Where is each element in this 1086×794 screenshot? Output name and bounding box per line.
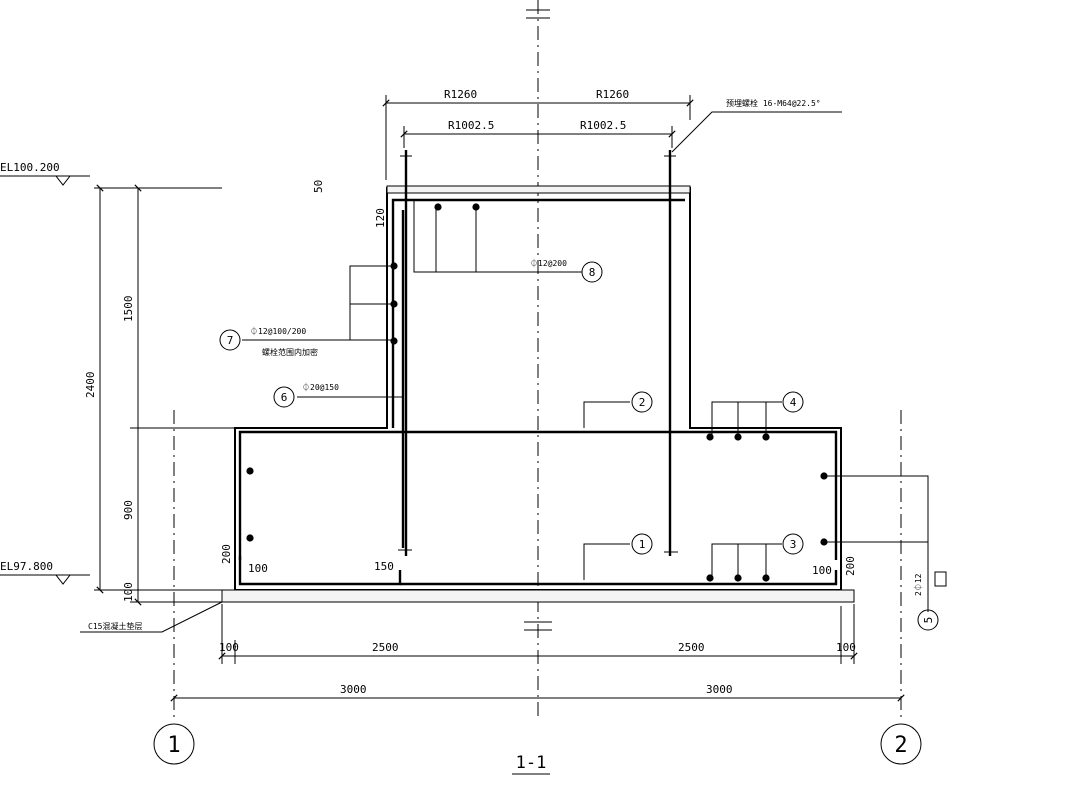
callout-marker-1-label: 1 [639,538,646,551]
callout-marker-5 [917,609,939,631]
dim-1500: 1500 [122,296,135,323]
dim-r1002-right: R1002.5 [580,119,626,132]
dim-cover-200-left: 200 [220,544,233,564]
center-line [524,0,552,720]
axis-lines [173,410,902,722]
callout-marker-8-label: 8 [589,266,596,279]
dim-100-left: 100 [122,582,135,602]
dim-r1260-right: R1260 [596,88,629,101]
dim-top-120: 120 [374,208,387,228]
callout-marker-5-label: 5 [922,617,935,624]
callout-marker-1 [631,533,653,555]
rebar-dot [762,433,770,441]
dimension-texts: R1260 R1260 R1002.5 R1002.5 50 120 1500 … [0,88,857,696]
dim-cover-200-right: 200 [844,556,857,576]
dim-hook-100-left: 100 [248,562,268,575]
callout-markers: 1 2 3 4 5 6 7 8 [219,261,939,631]
callout-marker-7 [219,329,241,351]
rebar-5-label: 2⏀12 [913,573,923,596]
rebar-5-square-symbol [934,571,947,587]
rebar-dot [246,467,254,475]
dim-r1260-left: R1260 [444,88,477,101]
rebar-labels: 预埋螺栓 16-M64@22.5° ⏀12@200 ⏀12@100/200 螺栓… [88,98,947,631]
dim-base-2500-right: 2500 [678,641,705,654]
dim-base-100-right: 100 [836,641,856,654]
dim-900: 900 [122,500,135,520]
section-title-text: 1-1 [516,753,547,773]
axis-marker-1 [153,723,195,765]
dim-top-50: 50 [312,180,325,193]
rebar-dot [706,433,714,441]
callout-marker-6 [273,386,295,408]
callout-marker-4 [782,391,804,413]
axis-markers: 1 2 [153,723,922,765]
rebar-6-label: ⏀20@150 [302,382,339,392]
leader-lines [80,111,929,633]
callout-marker-2-label: 2 [639,396,646,409]
rebar-dot [390,337,398,345]
dim-hook-100-right: 100 [812,564,832,577]
callout-marker-3 [782,533,804,555]
axis-marker-2-label: 2 [894,733,907,758]
callout-marker-8 [581,261,603,283]
top-grout-layer [386,185,691,194]
callout-marker-2 [631,391,653,413]
rebar-8-label: ⏀12@200 [530,258,567,268]
rebar-dot [390,262,398,270]
elevation-bottom: EL97.800 [0,560,53,573]
c15-label: C15混凝土垫层 [88,621,142,631]
dim-hook-150: 150 [374,560,394,573]
elevation-top: EL100.200 [0,161,60,174]
rebar-7-note: 螺栓范围内加密 [262,347,318,357]
callout-marker-6-label: 6 [281,391,288,404]
anchor-bolt-label: 预埋螺栓 16-M64@22.5° [726,98,821,108]
callout-marker-3-label: 3 [790,538,797,551]
rebar-dot [734,433,742,441]
dim-base-100-left: 100 [219,641,239,654]
rebar-dot [434,203,442,211]
reinforcement [238,150,838,586]
callout-marker-7-label: 7 [227,334,234,347]
rebar-dot [706,574,714,582]
callout-marker-4-label: 4 [790,396,797,409]
axis-marker-2 [880,723,922,765]
rebar-dot [390,300,398,308]
dim-span-3000-left: 3000 [340,683,367,696]
rebar-7-label: ⏀12@100/200 [250,326,306,336]
foundation-outline [221,185,855,603]
axis-marker-1-label: 1 [167,733,180,758]
section-title: 1-1 [512,753,550,775]
dimension-lines [0,95,905,702]
dim-base-2500-left: 2500 [372,641,399,654]
dim-span-3000-right: 3000 [706,683,733,696]
dim-r1002-left: R1002.5 [448,119,494,132]
rebar-dot [246,534,254,542]
dim-2400: 2400 [84,372,97,399]
c15-bedding-layer [221,589,855,603]
